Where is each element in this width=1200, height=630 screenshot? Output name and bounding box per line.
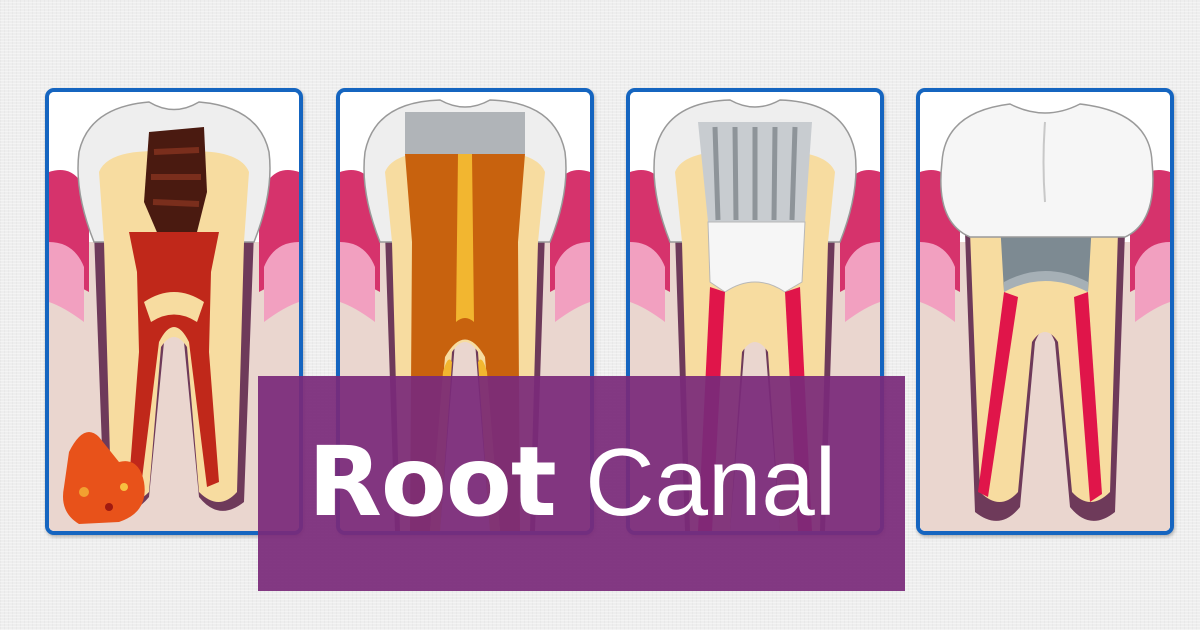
title-word-root: Root xyxy=(308,426,557,538)
stage-panel-infected xyxy=(45,88,303,535)
crowned-tooth-icon xyxy=(920,92,1170,531)
title-word-canal: Canal xyxy=(585,429,837,536)
decayed-tooth-icon xyxy=(49,92,299,531)
title-banner: Root Canal xyxy=(258,376,905,591)
page-title: Root Canal xyxy=(308,434,836,531)
stage-panel-crown xyxy=(916,88,1174,535)
